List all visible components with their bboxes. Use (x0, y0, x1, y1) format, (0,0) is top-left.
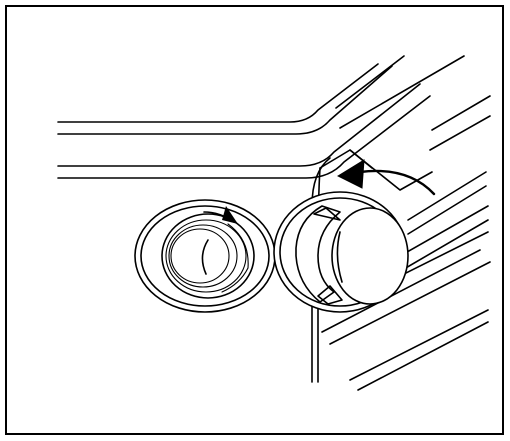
filler-neck (134, 199, 276, 313)
fuel-cap (331, 207, 409, 305)
body-panel-lines (57, 55, 465, 179)
figure-frame (5, 5, 504, 435)
side-panel-lines (321, 95, 491, 391)
rotation-arrow-icon (336, 159, 436, 196)
turn-arrow-icon (203, 206, 238, 224)
